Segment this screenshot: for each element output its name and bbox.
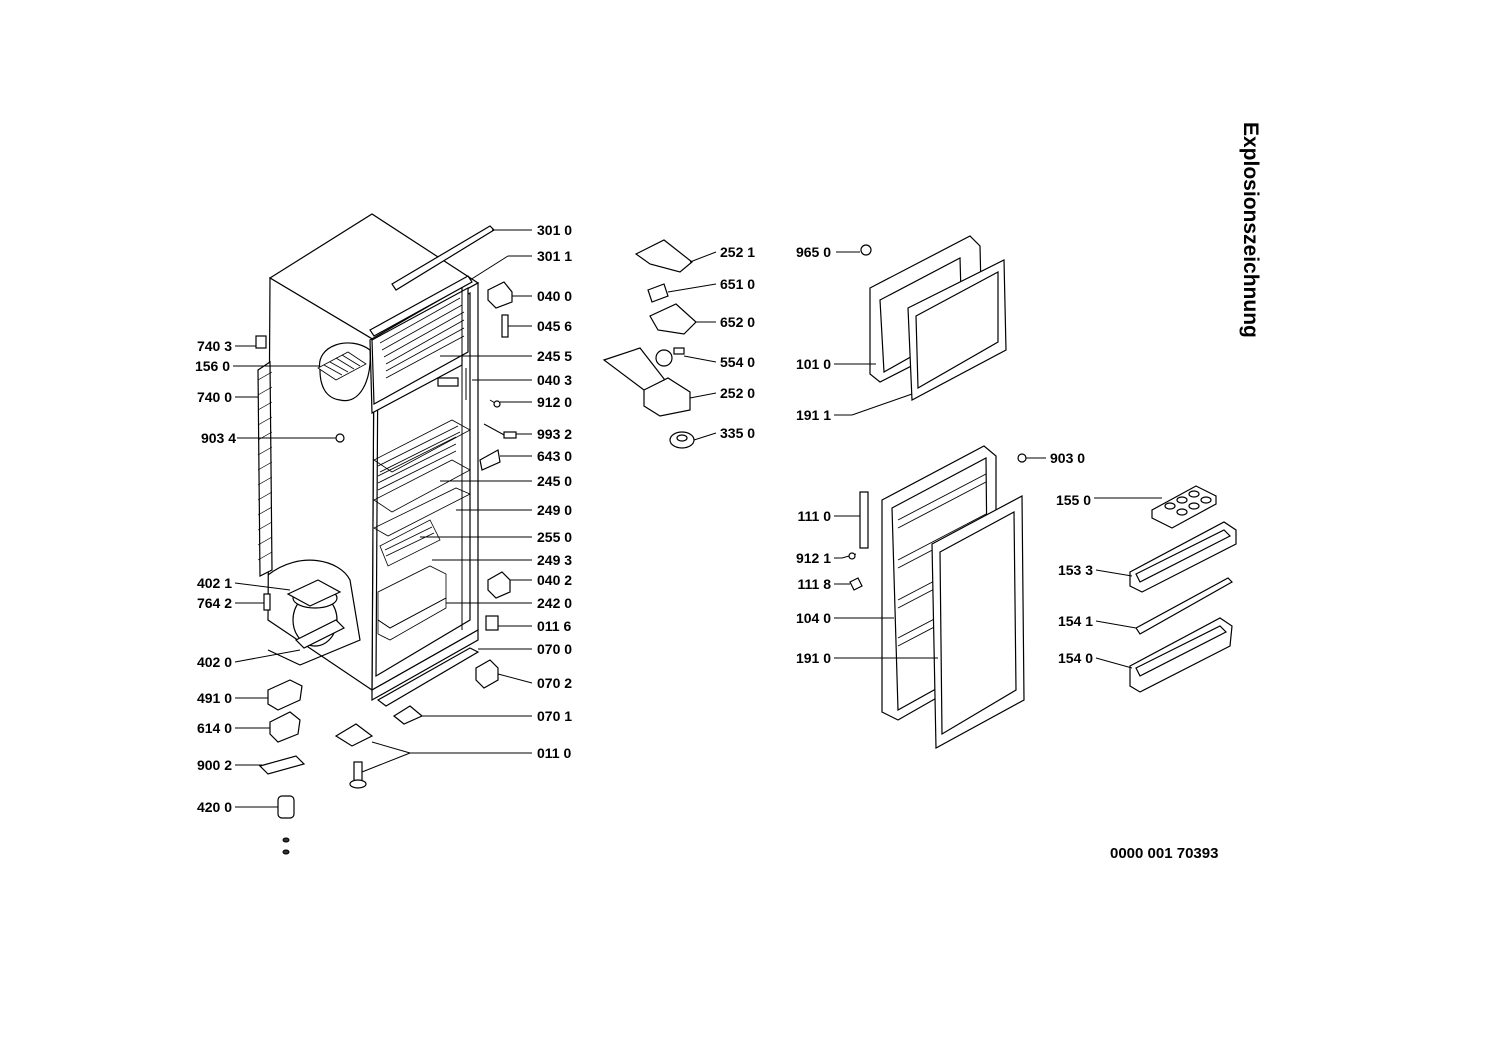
- freezer-door-gasket: [907, 259, 1007, 401]
- label-2493: 249 3: [537, 552, 572, 568]
- label-4021: 402 1: [197, 575, 232, 591]
- label-9120: 912 0: [537, 394, 572, 410]
- part-2521: [634, 239, 693, 273]
- label-1040: 104 0: [796, 610, 831, 626]
- label-3011: 301 1: [537, 248, 572, 264]
- label-1560: 156 0: [195, 358, 230, 374]
- label-9121: 912 1: [796, 550, 831, 566]
- part-dot-a: [282, 837, 290, 843]
- part-labels: 740 3 156 0 740 0 903 4 402 1 764 2 402 …: [195, 222, 1093, 815]
- label-1110: 111 0: [798, 508, 832, 524]
- part-1110: [859, 491, 869, 549]
- part-3350: [669, 431, 695, 449]
- part-7403: [255, 335, 267, 349]
- label-4020: 402 0: [197, 654, 232, 670]
- part-5540: [655, 347, 685, 367]
- bottle-guard: [1135, 577, 1233, 635]
- door-shelf-lower: [1129, 617, 1233, 693]
- part-0403: [437, 368, 467, 400]
- part-9121: [841, 552, 857, 560]
- part-2520: [602, 347, 691, 417]
- label-4910: 491 0: [197, 690, 232, 706]
- part-0702: [475, 659, 499, 689]
- part-4910: [267, 679, 303, 711]
- part-0700: [376, 647, 480, 707]
- label-0400: 040 0: [537, 288, 572, 304]
- part-9034: [335, 433, 345, 443]
- part-6140: [269, 711, 301, 743]
- label-6430: 643 0: [537, 448, 572, 464]
- document-number: 0000 001 70393: [1110, 845, 1219, 862]
- trim-3011: [369, 275, 473, 337]
- label-1533: 153 3: [1058, 562, 1093, 578]
- label-7403: 740 3: [197, 338, 232, 354]
- label-3350: 335 0: [720, 425, 755, 441]
- part-0456: [501, 314, 509, 338]
- cabinet-body: [267, 213, 480, 702]
- part-0701: [392, 705, 424, 725]
- compressor: [286, 579, 346, 649]
- door-shelf-upper: [1129, 521, 1237, 593]
- part-6510: [647, 283, 669, 303]
- label-2521: 252 1: [720, 244, 755, 260]
- part-0402: [487, 571, 511, 599]
- label-7400: 740 0: [197, 389, 232, 405]
- label-0700: 070 0: [537, 641, 572, 657]
- part-9120: [489, 399, 501, 408]
- label-5540: 554 0: [720, 354, 755, 370]
- label-9932: 993 2: [537, 426, 572, 442]
- label-0701: 070 1: [537, 708, 572, 724]
- part-0110: [334, 723, 374, 789]
- label-9030: 903 0: [1050, 450, 1085, 466]
- label-4200: 420 0: [197, 799, 232, 815]
- label-9034: 903 4: [201, 430, 236, 446]
- part-9030: [1017, 453, 1027, 463]
- label-2420: 242 0: [537, 595, 572, 611]
- label-6520: 652 0: [720, 314, 755, 330]
- label-0402: 040 2: [537, 572, 572, 588]
- label-2450: 245 0: [537, 473, 572, 489]
- label-0116: 011 6: [537, 618, 571, 634]
- label-7642: 764 2: [197, 595, 232, 611]
- part-6430: [479, 449, 501, 471]
- label-1010: 101 0: [796, 356, 831, 372]
- label-1118: 111 8: [798, 576, 832, 592]
- label-0702: 070 2: [537, 675, 572, 691]
- part-1118: [849, 577, 863, 591]
- condenser: [257, 360, 273, 577]
- label-1911: 191 1: [796, 407, 831, 423]
- label-9002: 900 2: [197, 757, 232, 773]
- label-2520: 252 0: [720, 385, 755, 401]
- part-dot-b: [282, 849, 290, 855]
- part-0400: [487, 281, 513, 309]
- part-7642: [263, 593, 271, 611]
- part-9932: [483, 423, 517, 439]
- part-0116: [485, 615, 499, 631]
- ice-tray-detail: [317, 342, 371, 402]
- label-2490: 249 0: [537, 502, 572, 518]
- label-2455: 245 5: [537, 348, 572, 364]
- leader-lines: [233, 229, 1162, 808]
- egg-tray: [1151, 485, 1217, 529]
- label-3010: 301 0: [537, 222, 572, 238]
- label-6510: 651 0: [720, 276, 755, 292]
- label-0110: 011 0: [537, 745, 571, 761]
- label-9650: 965 0: [796, 244, 831, 260]
- label-0403: 040 3: [537, 372, 572, 388]
- label-1541: 154 1: [1058, 613, 1093, 629]
- label-1910: 191 0: [796, 650, 831, 666]
- label-6140: 614 0: [197, 720, 232, 736]
- part-6520: [649, 303, 697, 335]
- label-1550: 155 0: [1056, 492, 1091, 508]
- label-0456: 045 6: [537, 318, 572, 334]
- label-1540: 154 0: [1058, 650, 1093, 666]
- fridge-door-gasket: [931, 495, 1025, 750]
- part-4200: [277, 795, 295, 819]
- part-9002: [258, 755, 306, 775]
- label-2550: 255 0: [537, 529, 572, 545]
